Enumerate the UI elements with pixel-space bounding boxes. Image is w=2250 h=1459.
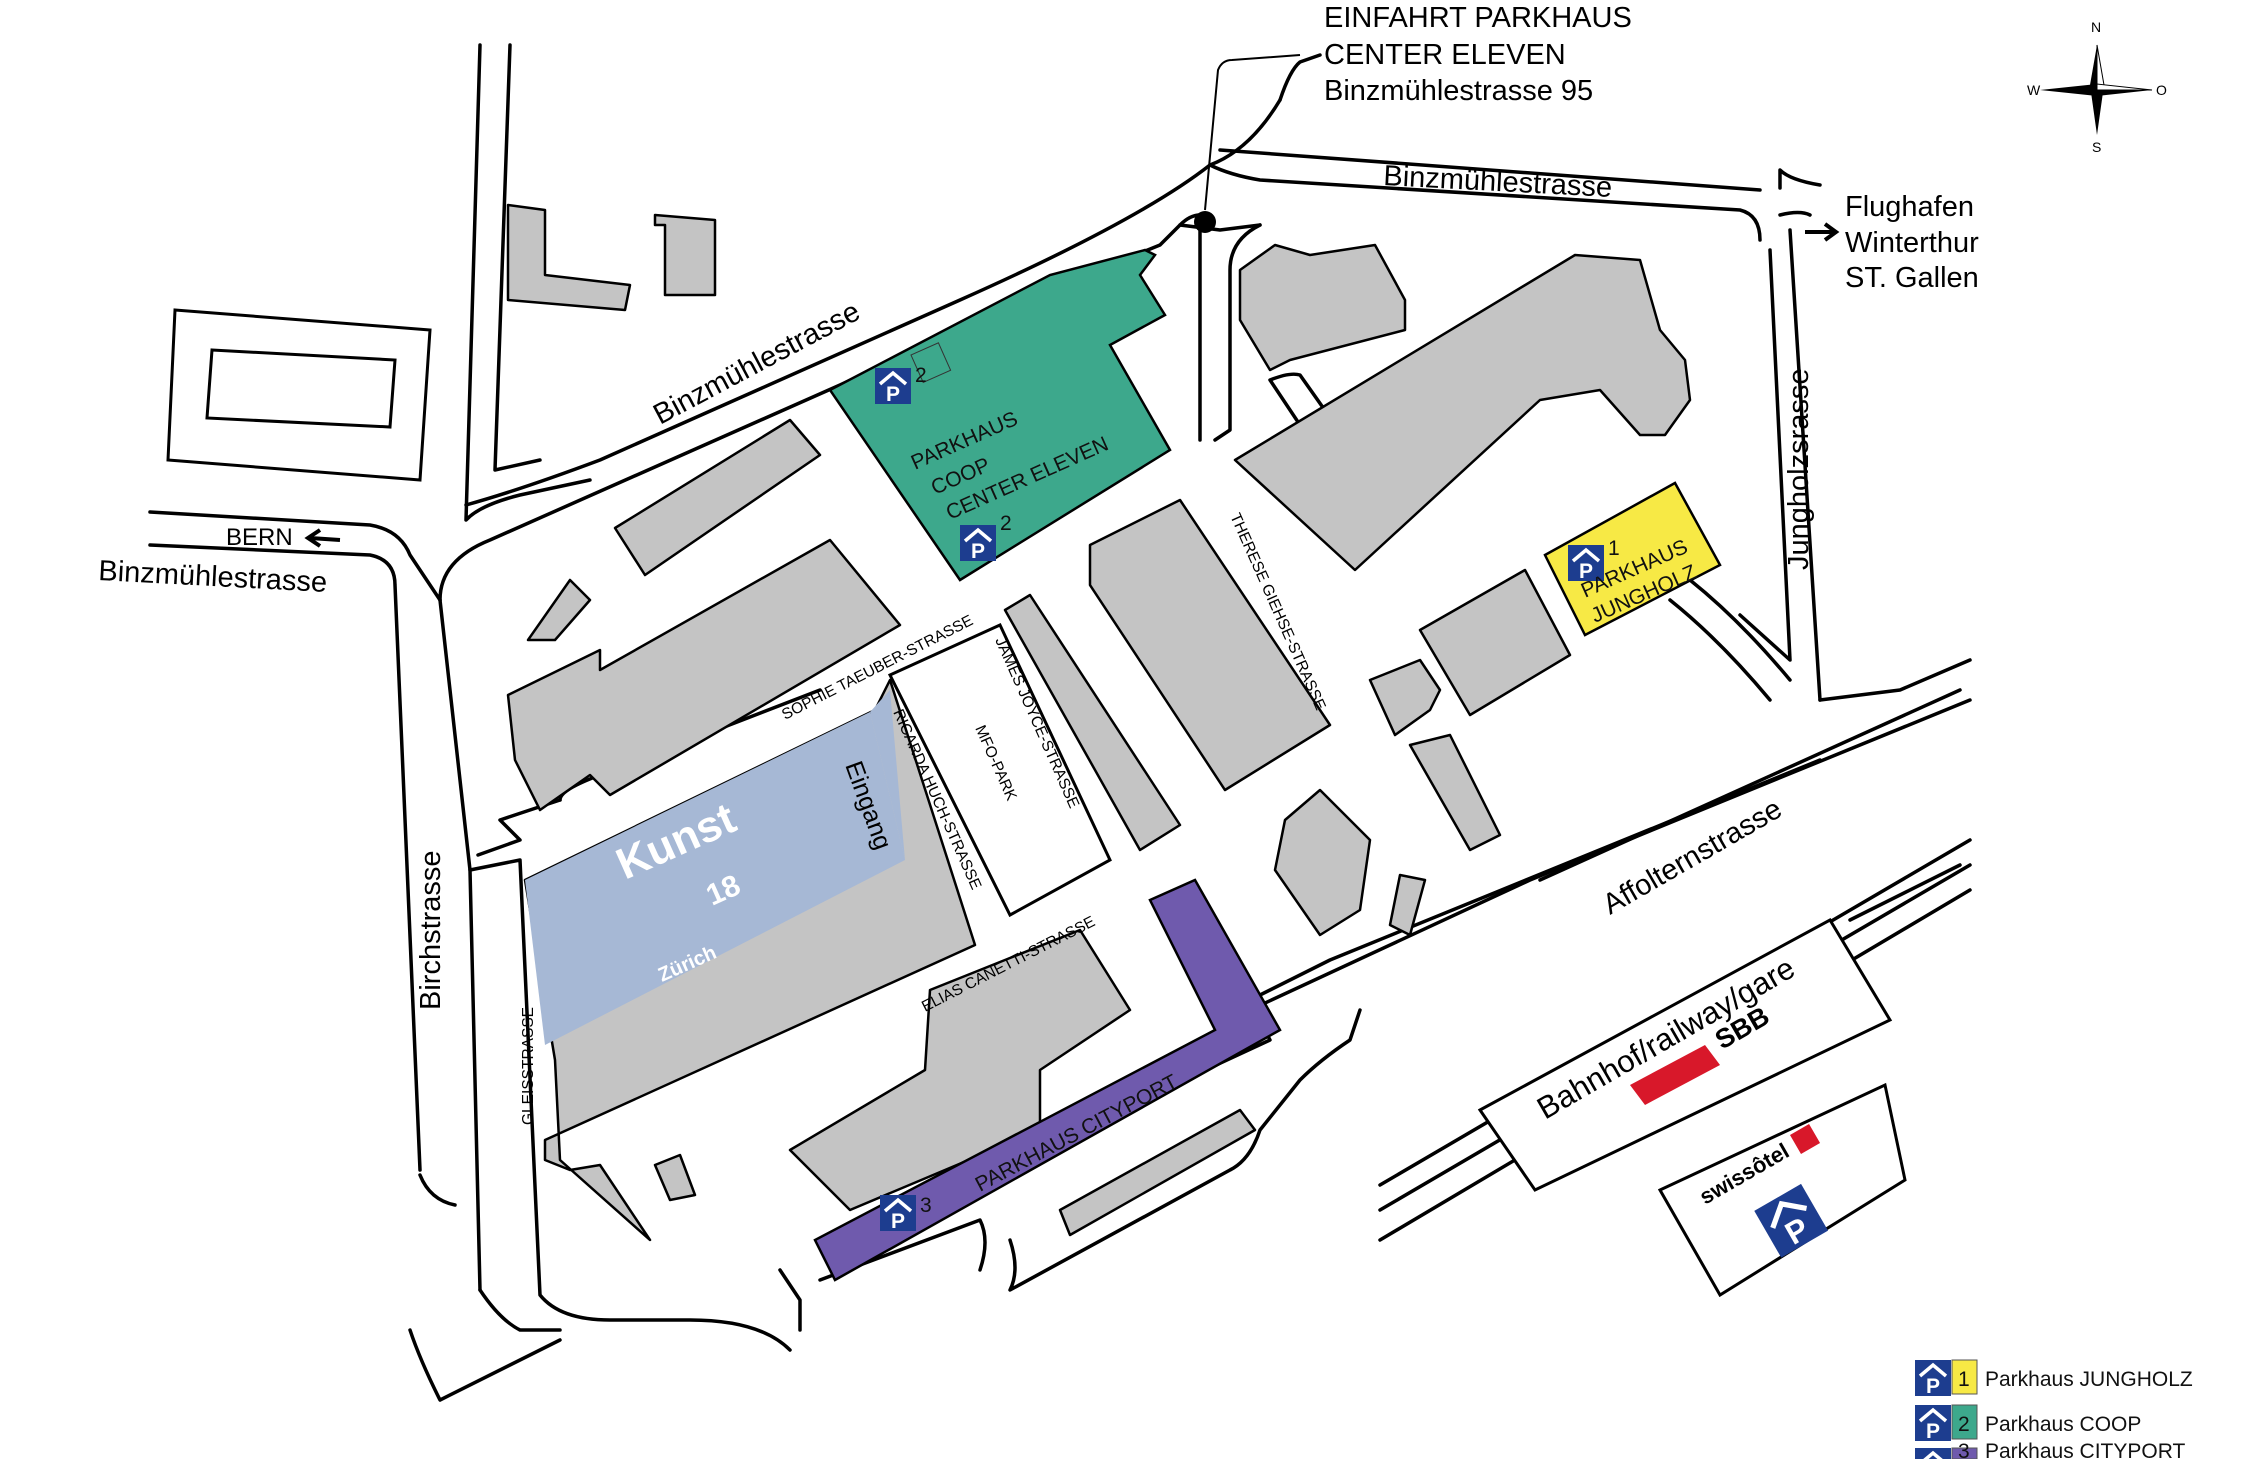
arrow-right-icon <box>1805 222 1840 242</box>
street-gleis: GLEISSTRASSE <box>520 1007 537 1125</box>
compass-n: N <box>2091 19 2101 35</box>
legend-num: 1 <box>1958 1368 1970 1391</box>
dir-winterthur: Winterthur <box>1845 227 1979 259</box>
entrance-line3: Binzmühlestrasse 95 <box>1324 75 1593 107</box>
compass-s: S <box>2092 139 2101 155</box>
parkhaus-jungholz[interactable]: 1 PARKHAUS JUNGHOLZ <box>1543 481 1722 637</box>
parking-sign-icon <box>878 1193 918 1235</box>
legend-item-coop: 2 Parkhaus COOP <box>1913 1403 2141 1445</box>
mfo-park <box>887 623 1112 918</box>
parking-sign-icon <box>958 523 998 565</box>
compass-w: W <box>2027 82 2041 98</box>
legend-item-jungholz: 1 Parkhaus JUNGHOLZ <box>1913 1358 2193 1400</box>
street-jungholz: Jungholzsrasse <box>1783 369 1815 571</box>
directions: Flughafen Winterthur ST. Gallen BERN <box>226 191 1979 551</box>
street-binzmuehle-top: Binzmühlestrasse <box>1383 160 1613 204</box>
coop-number-bottom: 2 <box>1000 512 1012 535</box>
parking-sign-icon <box>1913 1358 1953 1400</box>
entrance-marker: EINFAHRT PARKHAUS CENTER ELEVEN Binzmühl… <box>1194 2 1632 233</box>
legend-label: Parkhaus CITYPORT <box>1985 1440 2186 1459</box>
dir-flughafen: Flughafen <box>1845 191 1974 223</box>
legend-item-cityport: 3 Parkhaus CITYPORT <box>1913 1440 2186 1459</box>
entrance-dot-icon <box>1194 211 1216 233</box>
legend-num: 3 <box>1958 1440 1970 1459</box>
compass-o: O <box>2156 82 2167 98</box>
legend: 1 Parkhaus JUNGHOLZ 2 Parkhaus COOP 3 Pa… <box>1913 1358 2193 1459</box>
street-birch: Birchstrasse <box>415 850 447 1010</box>
entrance-line1: EINFAHRT PARKHAUS <box>1324 2 1632 34</box>
dir-stgallen: ST. Gallen <box>1845 262 1979 294</box>
swissotel-box <box>1657 1082 1907 1298</box>
entrance-line2: CENTER ELEVEN <box>1324 39 1566 71</box>
parking-sign-icon <box>873 366 913 408</box>
cityport-number: 3 <box>920 1194 932 1217</box>
jungholz-number: 1 <box>1608 537 1620 560</box>
station-box <box>1477 917 1893 1192</box>
swiss-cross-icon <box>1790 1124 1821 1155</box>
legend-num: 2 <box>1958 1413 1970 1436</box>
buildings <box>506 203 1692 1237</box>
parking-sign-icon <box>1913 1403 1953 1445</box>
street-binzmuehle-diag: Binzmühlestrasse <box>648 295 865 431</box>
legend-label: Parkhaus COOP <box>1985 1413 2141 1436</box>
coop-number-top: 2 <box>915 364 927 387</box>
compass-rose-icon: N S W O <box>2027 19 2167 155</box>
outline-blocks <box>166 308 1907 1298</box>
legend-label: Parkhaus JUNGHOLZ <box>1985 1368 2193 1391</box>
sbb-logo-icon <box>1630 1045 1720 1105</box>
parking-sign-icon <box>1913 1446 1953 1459</box>
dir-bern: BERN <box>226 524 293 551</box>
arrow-left-icon <box>304 528 341 548</box>
street-binzmuehle-left: Binzmühlestrasse <box>98 555 328 599</box>
